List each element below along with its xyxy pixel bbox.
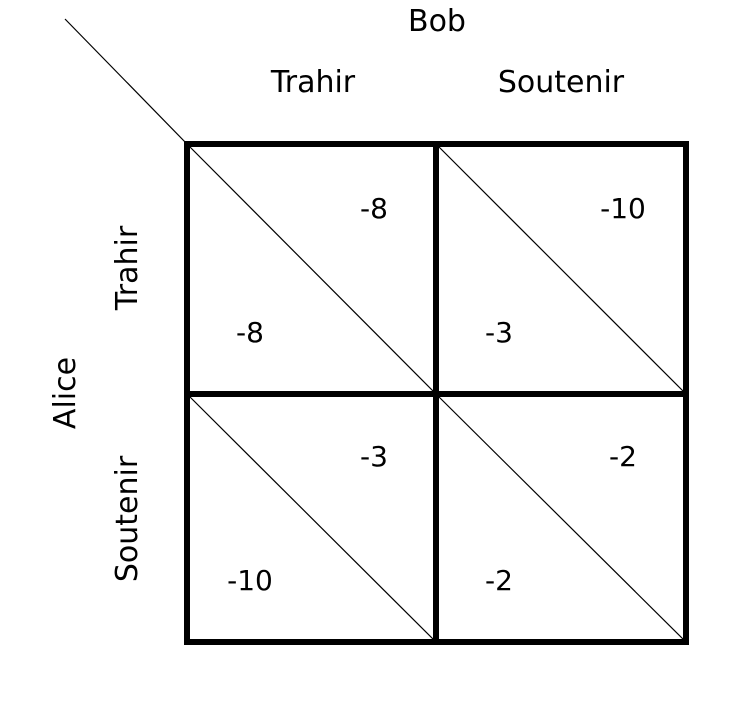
payoff-bob-trahir-soutenir: -10 <box>600 192 646 225</box>
column-player-label: Bob <box>408 4 466 39</box>
row-strategy-trahir: Trahir <box>110 225 145 311</box>
corner-diagonal <box>64 18 188 145</box>
payoff-alice-soutenir-soutenir: -2 <box>485 564 513 597</box>
cell-diagonal-st <box>186 393 437 643</box>
cell-diagonal-ts <box>435 143 687 395</box>
cell-diagonal-ss <box>435 393 687 643</box>
cell-diagonal-tt <box>186 143 437 395</box>
row-strategy-soutenir: Soutenir <box>110 455 145 582</box>
column-strategy-soutenir: Soutenir <box>498 65 625 100</box>
payoff-alice-trahir-trahir: -8 <box>236 316 264 349</box>
payoff-bob-soutenir-soutenir: -2 <box>609 440 637 473</box>
row-player-label: Alice <box>48 357 83 429</box>
payoff-alice-trahir-soutenir: -3 <box>485 316 513 349</box>
column-strategy-trahir: Trahir <box>270 65 356 100</box>
payoff-alice-soutenir-trahir: -10 <box>227 564 273 597</box>
payoff-bob-trahir-trahir: -8 <box>360 192 388 225</box>
payoff-bob-soutenir-trahir: -3 <box>360 440 388 473</box>
